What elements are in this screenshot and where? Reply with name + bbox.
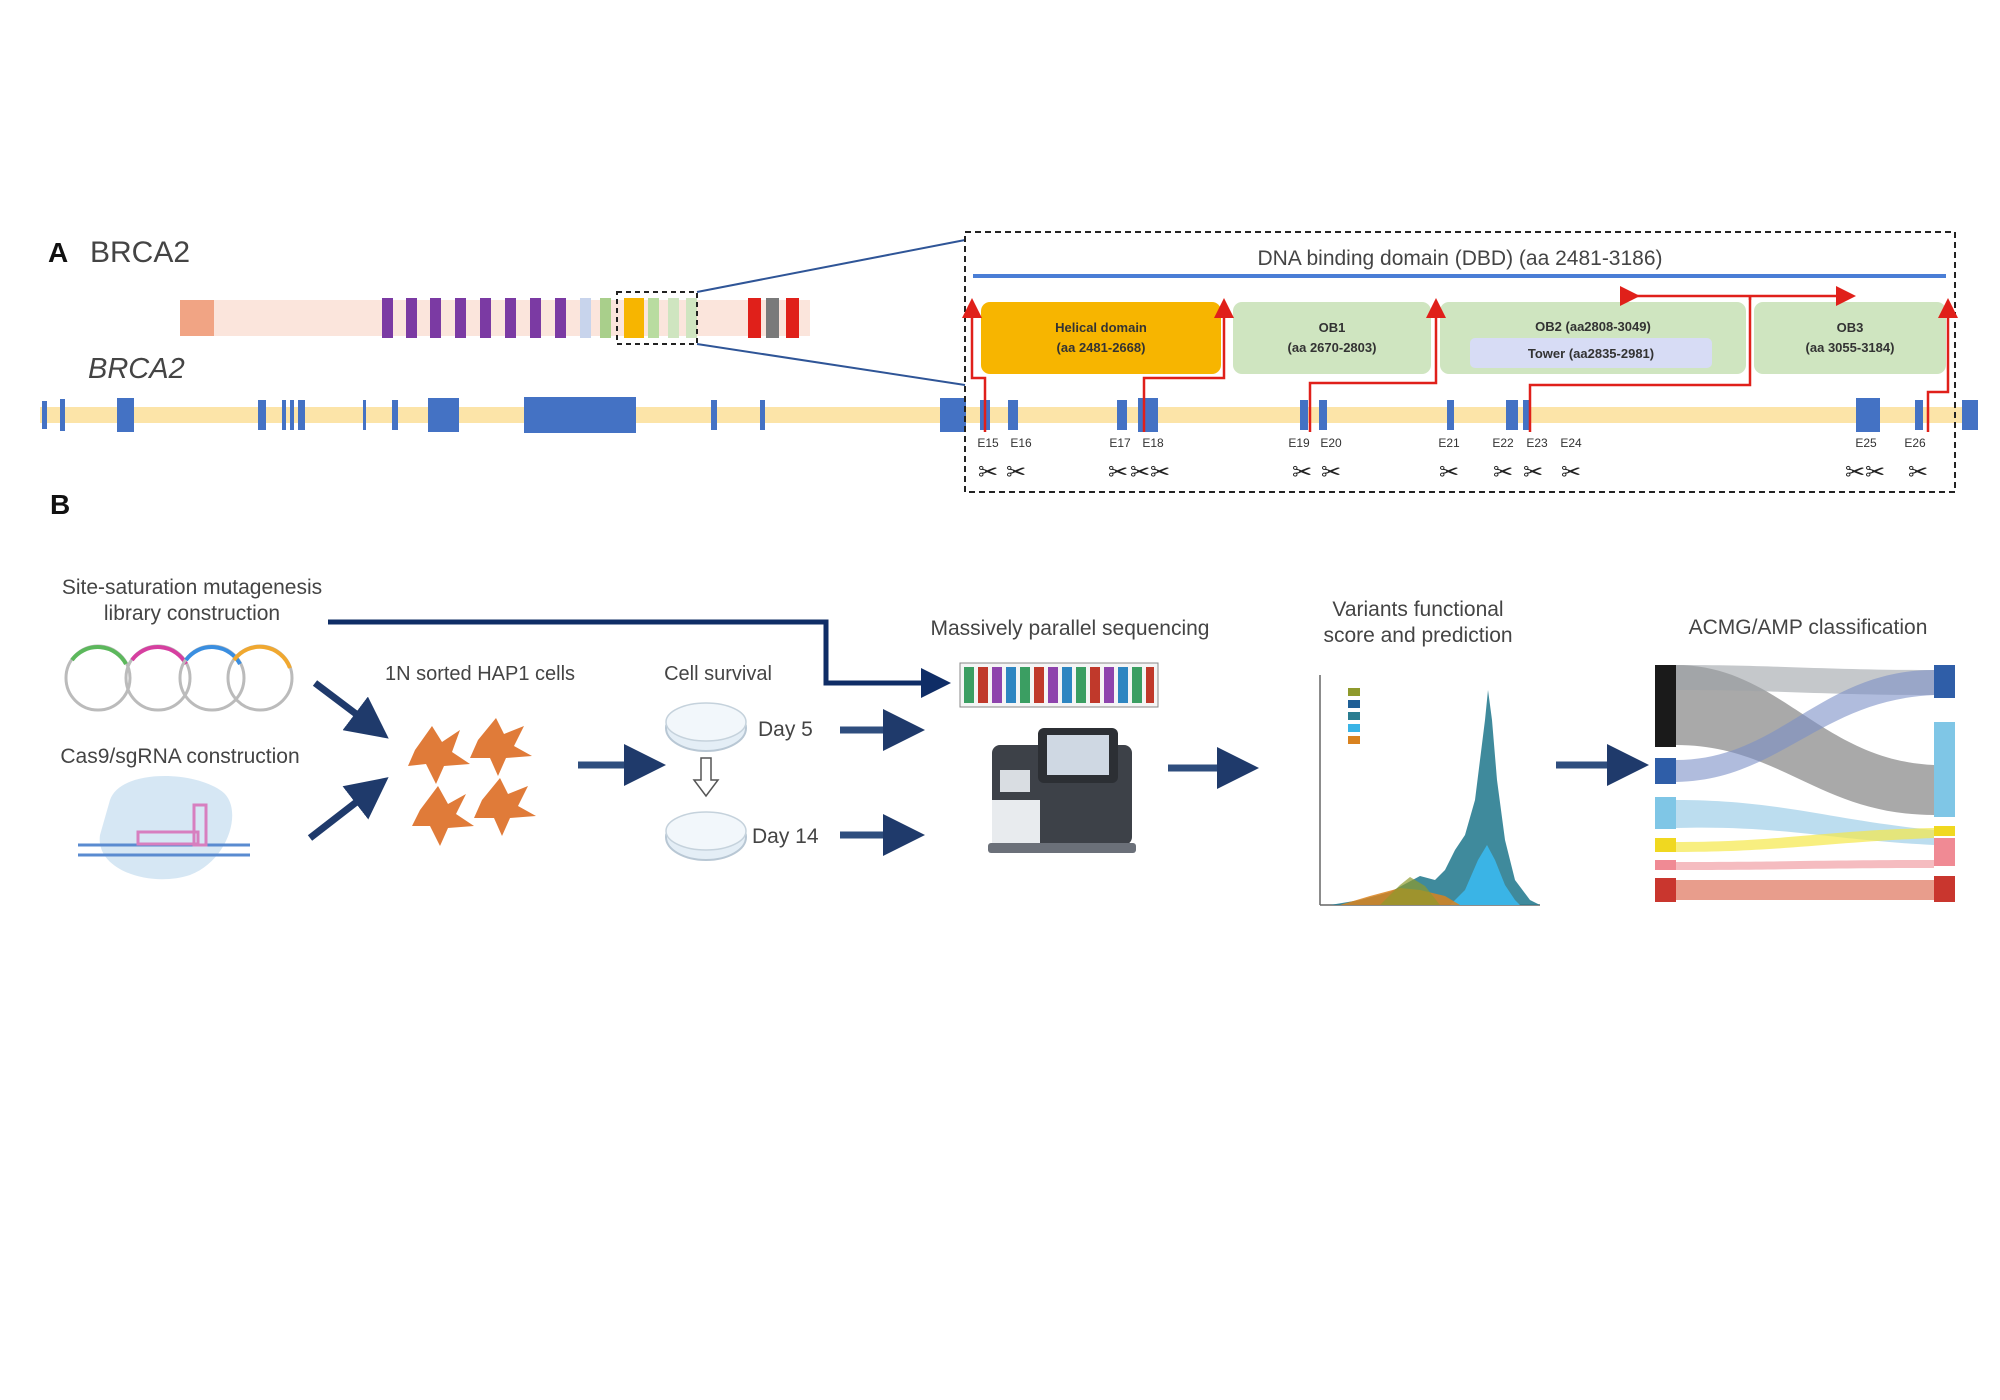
exon-label: E23 — [1526, 436, 1548, 450]
exon-label: E24 — [1560, 436, 1582, 450]
zoom-line-top — [696, 239, 966, 293]
petri-dish-day5 — [665, 702, 747, 752]
zoom-box — [616, 291, 698, 345]
scissors-icon: ✂ — [1439, 458, 1459, 486]
scissors-icon: ✂ — [1561, 458, 1581, 486]
helical-domain-range: (aa 2481-2668) — [1057, 340, 1146, 355]
exon-label: E26 — [1904, 436, 1926, 450]
ob3-range: (aa 3055-3184) — [1806, 340, 1895, 355]
sequencing-label: Massively parallel sequencing — [931, 617, 1210, 640]
scissors-icon: ✂ — [978, 458, 998, 486]
gene-bar — [40, 397, 1978, 433]
domain-helical: Helical domain (aa 2481-2668) — [981, 302, 1221, 374]
score-label-1: Variants functional — [1332, 598, 1503, 621]
brc-repeats — [382, 298, 566, 338]
score-distribution-icon — [1319, 675, 1540, 906]
exon-label: E21 — [1438, 436, 1460, 450]
cas9-label: Cas9/sgRNA construction — [60, 745, 299, 768]
scissors-icon: ✂ — [1523, 458, 1543, 486]
day14-label: Day 14 — [752, 825, 819, 848]
protein-bar — [180, 291, 810, 345]
exon-labels: E15 E16 E17 E18 E19 E20 E21 E22 E23 E24 … — [977, 436, 1926, 450]
panel-a-letter: A — [48, 237, 68, 268]
dbd-label: DNA binding domain (DBD) (aa 2481-3186) — [1257, 247, 1662, 270]
score-label-2: score and prediction — [1323, 624, 1512, 647]
helical-domain-mark — [624, 298, 644, 338]
scissors-icon: ✂ — [1006, 458, 1026, 486]
down-arrow-icon — [692, 757, 720, 798]
dbd-frame — [964, 231, 1956, 493]
exon-label: E20 — [1320, 436, 1342, 450]
exon-label: E22 — [1492, 436, 1514, 450]
day5-label: Day 5 — [758, 718, 813, 741]
ob1-name: OB1 — [1319, 320, 1346, 335]
plasmid-library-icon — [64, 644, 294, 712]
domain-tower — [1470, 338, 1712, 368]
petri-dish-day14 — [665, 811, 747, 861]
helical-domain-name: Helical domain — [1055, 320, 1147, 335]
exon-label: E16 — [1010, 436, 1032, 450]
ob2-name: OB2 (aa2808-3049) — [1535, 319, 1651, 334]
survival-label: Cell survival — [664, 663, 772, 685]
exon-label: E18 — [1142, 436, 1164, 450]
scissors-icon: ✂ — [1908, 458, 1928, 486]
scissors-icon: ✂ — [1130, 458, 1150, 486]
cells-label: 1N sorted HAP1 cells — [385, 663, 575, 685]
ob1-range: (aa 2670-2803) — [1288, 340, 1377, 355]
panel-b-letter: B — [50, 489, 70, 520]
scissors-icon: ✂ — [1845, 458, 1865, 486]
sequencing-reads-icon — [959, 662, 1159, 708]
protein-label: BRCA2 — [90, 236, 190, 269]
gene-label: BRCA2 — [88, 353, 185, 385]
arrows-to-sequencing — [840, 709, 925, 856]
exon-blocks — [42, 397, 1978, 433]
scissors-icon: ✂ — [1865, 458, 1885, 486]
n-terminal-domain — [180, 300, 214, 336]
sequencer-icon — [988, 728, 1136, 853]
scissors-icons: ✂ ✂ ✂ ✂ ✂ ✂ ✂ ✂ ✂ ✂ ✂ ✂ ✂ ✂ — [978, 458, 1928, 486]
scissors-icon: ✂ — [1150, 458, 1170, 486]
scissors-icon: ✂ — [1321, 458, 1341, 486]
library-label-2: library construction — [104, 602, 280, 625]
library-to-sequencing-arrow — [328, 619, 951, 698]
scissors-icon: ✂ — [1108, 458, 1128, 486]
exon-label: E25 — [1855, 436, 1877, 450]
arrows-to-cells — [307, 680, 389, 841]
scissors-icon: ✂ — [1493, 458, 1513, 486]
cas9-sgrna-icon — [78, 776, 250, 880]
tower-name: Tower (aa2835-2981) — [1528, 346, 1654, 361]
library-label-1: Site-saturation mutagenesis — [62, 576, 322, 599]
domain-ob2: OB2 (aa2808-3049) Tower (aa2835-2981) — [1440, 302, 1746, 374]
exon-label: E17 — [1109, 436, 1131, 450]
acmg-sankey-icon — [1655, 665, 1955, 902]
hap1-cells-icon — [408, 718, 536, 846]
zoom-line-bottom — [696, 343, 966, 386]
ob3-name: OB3 — [1837, 320, 1864, 335]
exon-label: E19 — [1288, 436, 1310, 450]
red-connector-arrows — [962, 286, 1958, 432]
domain-ob1: OB1 (aa 2670-2803) — [1233, 302, 1431, 374]
acmg-label: ACMG/AMP classification — [1689, 616, 1928, 639]
exon-label: E15 — [977, 436, 999, 450]
scissors-icon: ✂ — [1292, 458, 1312, 486]
domain-ob3: OB3 (aa 3055-3184) — [1754, 302, 1946, 374]
